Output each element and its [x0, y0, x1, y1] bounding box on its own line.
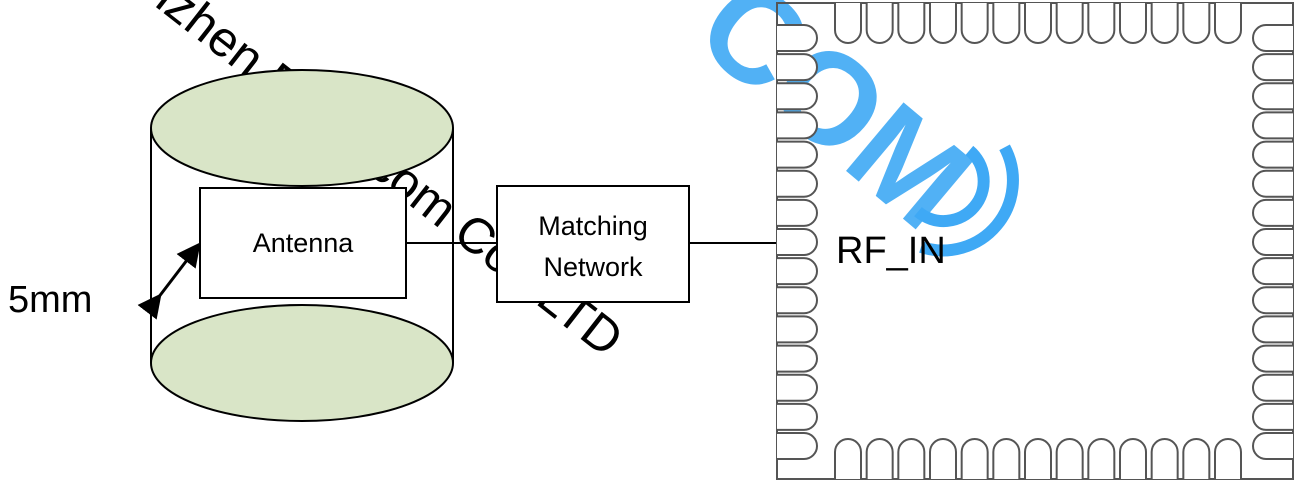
cylinder-bottom-cap [150, 304, 454, 422]
module-pad-left [777, 228, 818, 256]
module-pad-top [1182, 3, 1211, 44]
distance-arrow [137, 242, 201, 320]
module-pad-left [777, 286, 818, 315]
matching-label-line1: Matching [538, 211, 648, 241]
module-pad-right [1252, 373, 1293, 402]
module-pad-right [1252, 344, 1293, 373]
module-pad-left [777, 402, 818, 431]
module-pad-left [777, 315, 818, 344]
module-pad-bottom [992, 438, 1021, 479]
module-pad-bottom [1119, 438, 1147, 479]
module-pad-top [992, 3, 1021, 44]
module-pad-right [1252, 198, 1293, 227]
module-pad-left [777, 53, 818, 82]
module-pad-left [777, 82, 818, 111]
module-pad-bottom [1087, 438, 1116, 479]
module-pad-right [1252, 169, 1293, 198]
module-pad-top [1214, 3, 1242, 44]
module-pad-left [777, 169, 818, 198]
module-pad-right [1252, 24, 1293, 52]
rf-in-pin-label: RF_IN [836, 230, 946, 272]
module-pad-right [1252, 228, 1293, 256]
module-pad-bottom [834, 438, 862, 479]
module-pad-bottom [897, 438, 926, 479]
module-pad-left [777, 257, 818, 286]
cylinder-top-cap [150, 69, 454, 187]
module-pad-left [777, 24, 818, 52]
module-pad-right [1252, 111, 1293, 140]
module-pad-bottom [1024, 438, 1052, 479]
module-pad-top [834, 3, 862, 44]
rf-module [776, 2, 1294, 480]
module-pad-left [777, 373, 818, 402]
module-pad-left [777, 140, 818, 169]
cylinder-enclosure [150, 69, 454, 422]
module-pad-top [1150, 3, 1179, 44]
module-pad-top [865, 3, 894, 44]
signal-wave-icon [914, 145, 990, 228]
module-pad-bottom [1214, 438, 1242, 479]
module-pad-bottom [960, 438, 989, 479]
module-pad-bottom [1182, 438, 1211, 479]
module-pad-right [1252, 402, 1293, 431]
module-pad-bottom [1055, 438, 1084, 479]
module-pad-top [897, 3, 926, 44]
module-pad-bottom [865, 438, 894, 479]
signal-wave-icon-outer [919, 144, 1019, 257]
antenna-label: Antenna [253, 228, 355, 258]
module-pad-top [1055, 3, 1084, 44]
module-pad-right [1252, 286, 1293, 315]
module-pad-left [777, 198, 818, 227]
module-pad-right [1252, 315, 1293, 344]
module-pad-bottom [1150, 438, 1179, 479]
module-pad-right [1252, 53, 1293, 82]
module-pad-right [1252, 140, 1293, 169]
module-pad-top [1024, 3, 1052, 44]
module-pad-top [1119, 3, 1147, 44]
module-pad-top [1087, 3, 1116, 44]
antenna-box [199, 187, 407, 299]
module-pad-top [929, 3, 957, 44]
distance-label: 5mm [8, 279, 92, 321]
module-pad-left [777, 432, 818, 460]
module-pad-right [1252, 82, 1293, 111]
matching-label-line2: Network [543, 252, 643, 282]
module-pad-bottom [929, 438, 957, 479]
module-pad-right [1252, 257, 1293, 286]
module-pad-right [1252, 432, 1293, 460]
module-pad-top [960, 3, 989, 44]
module-pad-left [777, 111, 818, 140]
matching-network-box [496, 185, 690, 303]
module-pad-left [777, 344, 818, 373]
